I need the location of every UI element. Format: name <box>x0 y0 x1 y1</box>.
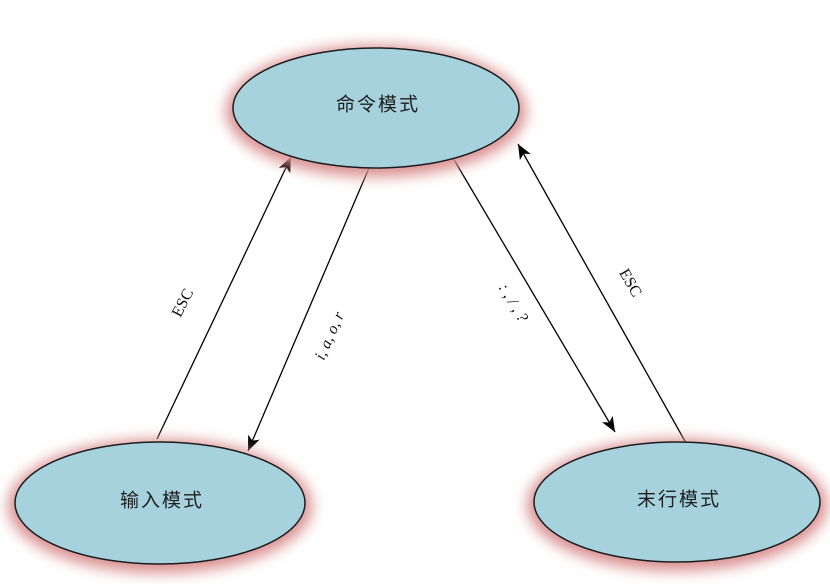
edge-label-esc-left: ESC <box>169 286 197 320</box>
lastline-mode-ellipse <box>533 441 821 563</box>
command-mode-label: 命令模式 <box>336 94 420 116</box>
edge-lastline-keys-arrow <box>452 157 616 433</box>
insert-mode-label: 输入模式 <box>120 490 204 512</box>
edges-layer <box>156 143 687 452</box>
edge-label-insert-keys: i, a, o, r <box>312 309 348 363</box>
insert-mode-ellipse <box>14 441 306 565</box>
edge-labels-layer: ESC i, a, o, r : , / , ? ESC <box>169 266 645 363</box>
node-insert-mode: 输入模式 <box>8 439 312 573</box>
edge-insert-keys-arrow <box>247 167 370 452</box>
command-mode-ellipse <box>232 47 520 169</box>
edge-esc-right-arrow <box>517 143 687 444</box>
edge-label-lastline-keys: : , / , ? <box>495 281 531 326</box>
lastline-mode-label: 末行模式 <box>637 489 721 511</box>
node-command-mode: 命令模式 <box>226 45 526 177</box>
edge-esc-left-arrow <box>156 156 292 440</box>
edge-label-esc-right: ESC <box>615 266 644 300</box>
node-lastline-mode: 末行模式 <box>527 439 827 571</box>
